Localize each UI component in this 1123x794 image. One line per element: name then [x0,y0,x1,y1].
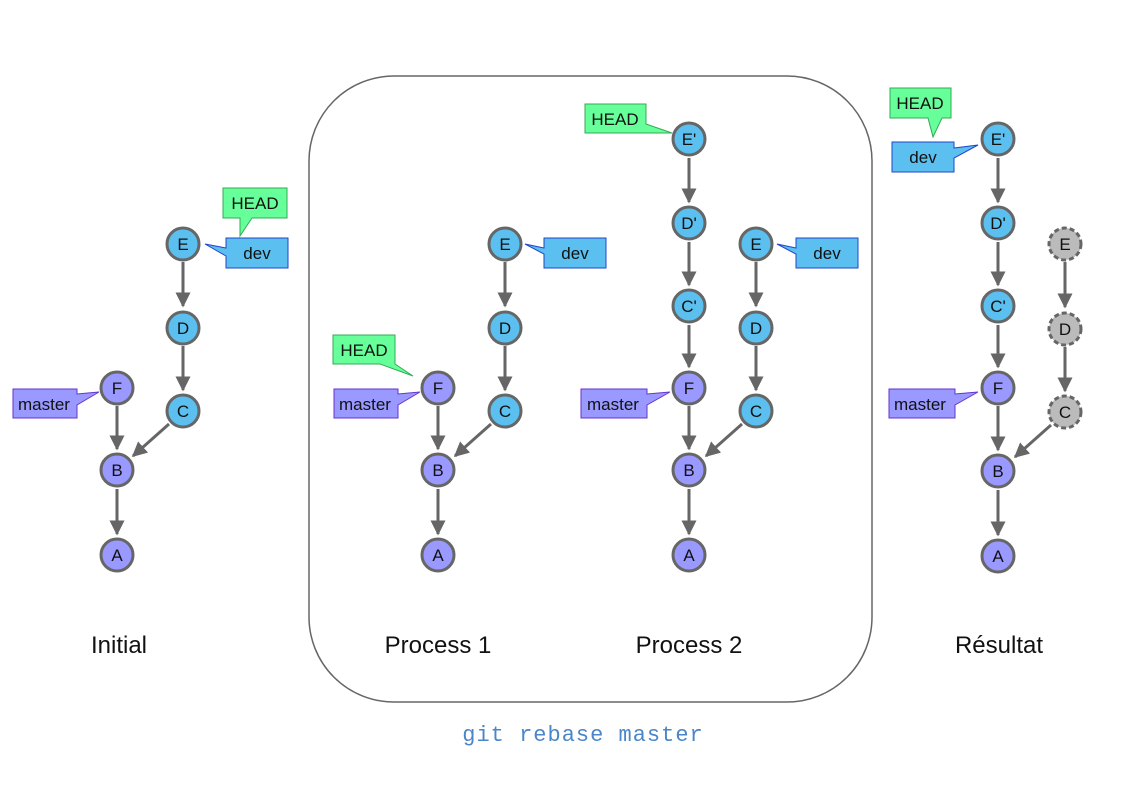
svg-text:HEAD: HEAD [896,94,943,113]
svg-text:D: D [750,319,762,338]
git-command-caption: git rebase master [462,723,703,748]
commit-a: A [980,538,1016,574]
master-branch-label: master [580,388,671,419]
dev-branch-label: dev [776,237,859,269]
commit-c-prime: C' [980,288,1016,324]
svg-text:F: F [112,379,122,398]
svg-text:master: master [587,395,639,414]
svg-text:E: E [499,235,510,254]
edge-orphan-c-b [1013,423,1052,459]
svg-text:D: D [1059,320,1071,339]
commit-d-prime: D' [671,205,707,241]
commit-e-prime: E' [671,121,707,157]
svg-text:C: C [499,402,511,421]
svg-text:E: E [750,235,761,254]
commit-d: D [487,310,523,346]
commit-b: B [980,453,1016,489]
commit-c-prime: C' [671,288,707,324]
orphan-commit-e: E [1047,226,1083,262]
panel-initial: E D C F B A HEAD dev [12,187,289,659]
svg-text:F: F [433,379,443,398]
commit-f: F [980,370,1016,406]
svg-text:dev: dev [909,148,937,167]
process-group-frame [308,75,873,703]
svg-text:E: E [1059,235,1070,254]
caption-process-2: Process 2 [636,632,743,659]
panel-process-2: E' D' C' F B A E D [580,103,859,659]
svg-text:C: C [1059,403,1071,422]
svg-text:master: master [894,395,946,414]
caption-result: Résultat [955,632,1043,659]
svg-text:D: D [177,319,189,338]
edge-c-b [131,422,170,458]
edge-c-b [704,422,743,458]
svg-text:A: A [683,546,695,565]
svg-text:F: F [684,379,694,398]
svg-text:C: C [750,402,762,421]
commit-a: A [671,537,707,573]
caption-process-1: Process 1 [385,632,492,659]
edge-c-b [453,422,492,458]
caption-initial: Initial [91,632,147,659]
commit-f: F [420,370,456,406]
head-label: HEAD [889,87,952,139]
svg-text:E: E [177,235,188,254]
svg-text:B: B [992,462,1003,481]
svg-text:HEAD: HEAD [231,194,278,213]
commit-c: C [738,393,774,429]
panel-result: E' D' C' F B A E D [888,87,1083,659]
svg-text:B: B [432,461,443,480]
svg-text:D: D [499,319,511,338]
commit-d: D [165,310,201,346]
svg-text:dev: dev [243,244,271,263]
head-label: HEAD [332,334,414,377]
head-label: HEAD [222,187,288,238]
commit-a: A [99,537,135,573]
svg-text:master: master [339,395,391,414]
panel-process-1: E D C F B A dev HEAD [332,226,607,659]
commit-e: E [487,226,523,262]
svg-text:B: B [683,461,694,480]
svg-text:C': C' [990,297,1006,316]
commit-d: D [738,310,774,346]
svg-text:E': E' [991,130,1006,149]
commit-d-prime: D' [980,205,1016,241]
svg-text:F: F [993,379,1003,398]
svg-text:A: A [432,546,444,565]
master-branch-label: master [333,388,421,419]
dev-branch-label: dev [524,237,607,269]
svg-text:dev: dev [813,244,841,263]
commit-f: F [99,370,135,406]
commit-a: A [420,537,456,573]
dev-branch-label: dev [204,237,289,269]
svg-text:dev: dev [561,244,589,263]
commit-b: B [671,452,707,488]
svg-text:A: A [992,547,1004,566]
commit-e: E [165,226,201,262]
svg-text:B: B [111,461,122,480]
commit-b: B [420,452,456,488]
svg-text:HEAD: HEAD [591,110,638,129]
commit-b: B [99,452,135,488]
commit-e: E [738,226,774,262]
orphan-commit-d: D [1047,311,1083,347]
commit-f: F [671,370,707,406]
head-label: HEAD [584,103,673,134]
orphan-commit-c: C [1047,394,1083,430]
commit-c: C [487,393,523,429]
svg-text:D': D' [681,214,697,233]
dev-branch-label: dev [891,141,979,173]
master-branch-label: master [12,388,100,419]
svg-text:E': E' [682,130,697,149]
commit-c: C [165,393,201,429]
master-branch-label: master [888,388,979,419]
svg-text:master: master [18,395,70,414]
svg-text:C': C' [681,297,697,316]
svg-text:HEAD: HEAD [340,341,387,360]
svg-text:D': D' [990,214,1006,233]
svg-text:C: C [177,402,189,421]
commit-e-prime: E' [980,121,1016,157]
svg-text:A: A [111,546,123,565]
